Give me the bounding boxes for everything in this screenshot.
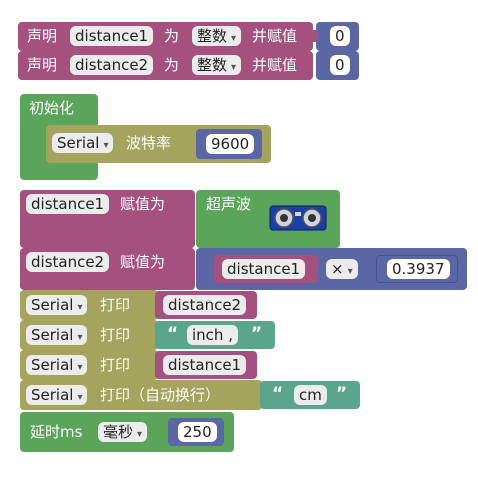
variable-name-field[interactable]: distance1	[70, 26, 154, 46]
serial-dropdown[interactable]: Serial	[26, 355, 88, 375]
delay-label: 延时ms	[30, 423, 83, 441]
operator-dropdown[interactable]: ×	[326, 259, 358, 279]
serial-print-block[interactable]: Serial 打印	[20, 320, 158, 350]
ultrasonic-sensor-icon	[269, 205, 327, 231]
assign-distance1-block[interactable]: distance1 赋值为	[20, 190, 195, 248]
string-field[interactable]: inch ,	[187, 325, 238, 345]
assign-label: 赋值为	[120, 195, 166, 213]
print-arg-block[interactable]: distance2	[155, 291, 257, 319]
assign-label: 赋值为	[120, 253, 166, 271]
declare-keyword: 声明	[27, 56, 58, 74]
left-operand-block[interactable]: distance1	[214, 255, 318, 283]
declare-distance1-block[interactable]: 声明 distance1 为 整数 并赋值	[18, 22, 313, 51]
as-label: 为	[164, 27, 180, 45]
number-field[interactable]: 0	[330, 55, 350, 75]
number-field[interactable]: 0.3937	[387, 259, 450, 279]
assign-label: 并赋值	[252, 56, 298, 74]
declare-distance2-block[interactable]: 声明 distance2 为 整数 并赋值	[18, 51, 313, 80]
assign-distance2-block[interactable]: distance2 赋值为	[20, 248, 195, 290]
delay-value-field[interactable]: 250	[178, 422, 217, 442]
variable-field[interactable]: distance2	[163, 295, 247, 315]
declare1-value-block[interactable]: 0	[316, 22, 359, 51]
variable-field[interactable]: distance1	[222, 259, 306, 279]
print-label: 打印	[100, 326, 131, 344]
variable-name-field[interactable]: distance2	[70, 55, 154, 75]
serial-print-block[interactable]: Serial 打印	[20, 350, 158, 380]
serial-print-block[interactable]: Serial 打印	[20, 290, 158, 320]
type-dropdown[interactable]: 整数	[192, 26, 242, 46]
string-field[interactable]: cm	[294, 385, 327, 405]
baud-value-block[interactable]: 9600	[196, 129, 262, 159]
serial-begin-block[interactable]: Serial 波特率 9600	[46, 125, 271, 163]
text-string-block[interactable]: “ cm ”	[260, 381, 360, 409]
print-label: 打印	[100, 356, 131, 374]
open-quote-icon: “	[272, 384, 284, 404]
baud-field[interactable]: 9600	[206, 134, 255, 154]
open-quote-icon: “	[167, 324, 179, 344]
socket-tab	[312, 30, 318, 42]
serial-dropdown[interactable]: Serial	[26, 385, 88, 405]
serial-dropdown[interactable]: Serial	[52, 133, 114, 153]
delay-block[interactable]: 延时ms 毫秒 250	[20, 412, 234, 452]
print-arg-block[interactable]: distance1	[155, 351, 257, 379]
print-label: 打印	[100, 296, 131, 314]
variable-field[interactable]: distance1	[163, 355, 247, 375]
type-dropdown[interactable]: 整数	[192, 55, 242, 75]
close-quote-icon: ”	[251, 324, 263, 344]
println-label: 打印（自动换行）	[100, 386, 221, 404]
number-field[interactable]: 0	[330, 26, 350, 46]
serial-dropdown[interactable]: Serial	[26, 295, 88, 315]
assign-label: 并赋值	[252, 27, 298, 45]
time-unit-dropdown[interactable]: 毫秒	[98, 422, 148, 442]
variable-name-field[interactable]: distance1	[26, 194, 110, 214]
text-string-block[interactable]: “ inch , ”	[155, 321, 275, 349]
as-label: 为	[164, 56, 180, 74]
close-quote-icon: ”	[336, 384, 348, 404]
setup-title: 初始化	[29, 99, 75, 117]
baud-label: 波特率	[126, 134, 172, 152]
serial-dropdown[interactable]: Serial	[26, 325, 88, 345]
variable-name-field[interactable]: distance2	[26, 252, 110, 272]
multiply-block[interactable]: distance1 × 0.3937	[196, 248, 467, 290]
declare-keyword: 声明	[27, 27, 58, 45]
ultrasonic-label: 超声波	[206, 195, 252, 213]
delay-value-block[interactable]: 250	[168, 418, 224, 446]
declare2-value-block[interactable]: 0	[316, 51, 359, 80]
serial-println-block[interactable]: Serial 打印（自动换行）	[20, 380, 262, 410]
ultrasonic-sensor-block[interactable]: 超声波	[196, 190, 340, 248]
right-operand-block[interactable]: 0.3937	[376, 255, 458, 283]
